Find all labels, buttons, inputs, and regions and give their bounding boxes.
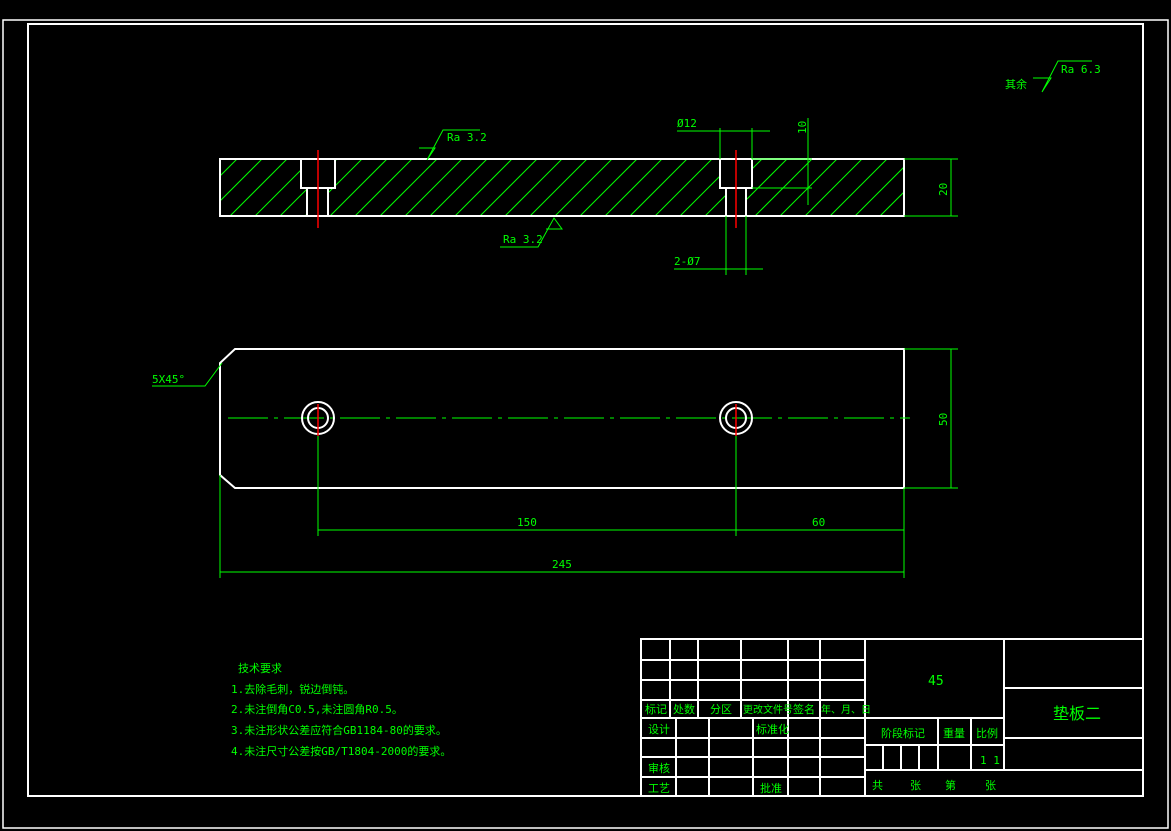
- sheets-unit: 张: [985, 779, 996, 792]
- outer-frame: [2, 19, 1169, 829]
- header-mark: 标记: [645, 702, 667, 716]
- hatch-line: [554, 159, 613, 216]
- roughness-top: Ra 3.2: [447, 131, 487, 144]
- tech-req-item: 2.未注倒角C0.5,未注圆角R0.5。: [231, 702, 403, 716]
- tech-req-item: 3.未注形状公差应符合GB1184-80的要求。: [231, 723, 447, 737]
- section-view: [219, 150, 905, 228]
- process-label: 工艺: [648, 782, 670, 795]
- approve-label: 批准: [760, 781, 782, 795]
- part-name: 垫板二: [1053, 704, 1101, 723]
- stage-mark-label: 阶段标记: [881, 726, 925, 740]
- hatch-line: [479, 159, 538, 216]
- scale-label: 比例: [976, 726, 998, 740]
- header-date: 年、月、日: [821, 703, 871, 716]
- hatch-line: [804, 159, 863, 216]
- hatch-line: [579, 159, 638, 216]
- hatch-line: [854, 159, 904, 216]
- sheet-no-label: 第: [945, 778, 956, 792]
- hatch-line: [220, 159, 238, 216]
- tech-requirements: 技术要求 1.去除毛刺，锐边倒钝。 2.未注倒角C0.5,未注圆角R0.5。 3…: [231, 662, 451, 758]
- header-count: 处数: [673, 703, 695, 716]
- tech-req-title: 技术要求: [238, 662, 282, 675]
- hatch-line: [529, 159, 588, 216]
- dim-thickness: 20: [937, 183, 950, 196]
- plan-view: [219, 348, 910, 489]
- hatch-line: [654, 159, 713, 216]
- roughness-other-label: 其余: [1005, 77, 1027, 91]
- hatch-line: [329, 159, 388, 216]
- header-signature: 签名: [793, 702, 815, 716]
- hatch-line: [220, 159, 263, 216]
- inner-frame: [27, 23, 1144, 797]
- design-label: 设计: [648, 723, 670, 736]
- dim-counterbore: Ø12: [677, 117, 697, 130]
- dim-depth: 10: [796, 121, 809, 134]
- sheets-unit: 张: [910, 779, 921, 792]
- tech-req-item: 1.去除毛刺，锐边倒钝。: [231, 682, 354, 696]
- standardization-label: 标准化: [756, 722, 789, 736]
- dim-chamfer: 5X45°: [152, 373, 185, 386]
- header-zone: 分区: [710, 703, 732, 716]
- hatch-line: [404, 159, 463, 216]
- tech-req-item: 4.未注尺寸公差按GB/T1804-2000的要求。: [231, 744, 451, 758]
- hatch-line: [629, 159, 688, 216]
- hatch-line: [429, 159, 488, 216]
- hatch-line: [829, 159, 888, 216]
- material: 45: [928, 674, 944, 689]
- hatch-line: [379, 159, 438, 216]
- dim-hole-spacing: 150: [517, 516, 537, 529]
- header-change-doc: 更改文件号: [743, 703, 793, 716]
- sheets-total-label: 共: [872, 779, 883, 792]
- dim-length: 245: [552, 558, 572, 571]
- title-block: 标记 处数 分区 更改文件号 签名 年、月、日 设计 标准化 审核 工艺 批准 …: [640, 638, 1144, 797]
- hatch-line: [879, 159, 904, 216]
- hatch-line: [229, 159, 288, 216]
- scale-value: 1 1: [980, 754, 1000, 767]
- hatch-line: [354, 159, 413, 216]
- dim-edge: 60: [812, 516, 825, 529]
- hatch-line: [955, 159, 1012, 216]
- review-label: 审核: [648, 761, 670, 775]
- hatch-line: [454, 159, 513, 216]
- roughness-other-value: Ra 6.3: [1061, 63, 1101, 76]
- dim-width: 50: [937, 413, 950, 426]
- hatch-line: [504, 159, 563, 216]
- weight-label: 重量: [943, 726, 965, 740]
- roughness-other-symbol: 其余 Ra 6.3: [1005, 60, 1101, 93]
- dim-holes: 2-Ø7: [674, 255, 701, 268]
- hatch-line: [905, 159, 962, 216]
- roughness-bottom: Ra 3.2: [503, 233, 543, 246]
- section-hatch: [220, 159, 1012, 216]
- hatch-line: [604, 159, 663, 216]
